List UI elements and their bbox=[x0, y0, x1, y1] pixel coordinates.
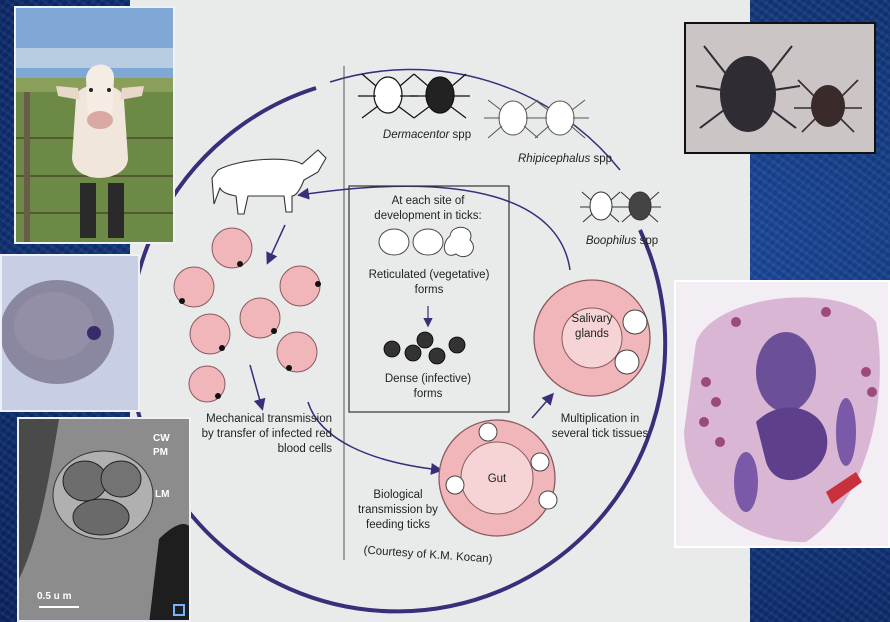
electron-micrograph: CW PM LM 0.5 u m bbox=[17, 417, 191, 622]
arrow-cow-to-cells bbox=[268, 225, 285, 262]
rhipicephalus-suffix: spp bbox=[590, 153, 612, 165]
cow-photo bbox=[14, 6, 175, 244]
dermacentor-ticks bbox=[358, 74, 470, 118]
reticulated-forms bbox=[379, 227, 473, 256]
dermacentor-genus: Dermacentor bbox=[383, 129, 449, 141]
micrograph-label-cw: CW bbox=[153, 433, 170, 444]
erythrocyte-micrograph bbox=[0, 254, 140, 412]
multiplication-label: Multiplication in several tick tissues bbox=[550, 412, 650, 442]
dense-forms bbox=[384, 332, 465, 364]
reticulated-forms-label: Reticulated (vegetative) forms bbox=[366, 268, 492, 298]
boophilus-genus: Boophilus bbox=[586, 235, 637, 247]
red-blood-cell bbox=[212, 228, 252, 268]
boophilus-suffix: spp bbox=[636, 235, 658, 247]
boophilus-ticks bbox=[580, 192, 661, 222]
micrograph-label-pm: PM bbox=[153, 447, 168, 458]
red-blood-cell bbox=[277, 332, 317, 372]
arrow-cells-to-mechanical bbox=[250, 365, 262, 408]
micrograph-corner-icon bbox=[173, 604, 185, 616]
salivary-glands-label: Salivary glands bbox=[562, 312, 622, 342]
red-blood-cell bbox=[280, 266, 320, 306]
boophilus-label: Boophilus spp bbox=[572, 234, 672, 249]
arrow-gut-to-salivary bbox=[532, 395, 552, 418]
biological-transmission-label: Biological transmission by feeding ticks bbox=[342, 488, 454, 533]
rhipicephalus-genus: Rhipicephalus bbox=[518, 153, 590, 165]
rhipicephalus-label: Rhipicephalus spp bbox=[500, 152, 630, 167]
micrograph-scale-label: 0.5 u m bbox=[37, 591, 71, 602]
red-blood-cells bbox=[174, 228, 320, 402]
development-box-header: At each site of development in ticks: bbox=[362, 194, 494, 224]
ticks-photo bbox=[684, 22, 876, 154]
gut-label: Gut bbox=[477, 472, 517, 487]
dense-forms-label: Dense (infective) forms bbox=[380, 372, 476, 402]
micrograph-label-lm: LM bbox=[155, 489, 169, 500]
histology-section bbox=[674, 280, 890, 548]
mechanical-transmission-label: Mechanical transmission by transfer of i… bbox=[200, 412, 332, 457]
cow-sketch bbox=[212, 150, 326, 214]
dermacentor-label: Dermacentor spp bbox=[362, 128, 492, 143]
rhipicephalus-ticks bbox=[484, 100, 589, 138]
dermacentor-suffix: spp bbox=[449, 129, 471, 141]
